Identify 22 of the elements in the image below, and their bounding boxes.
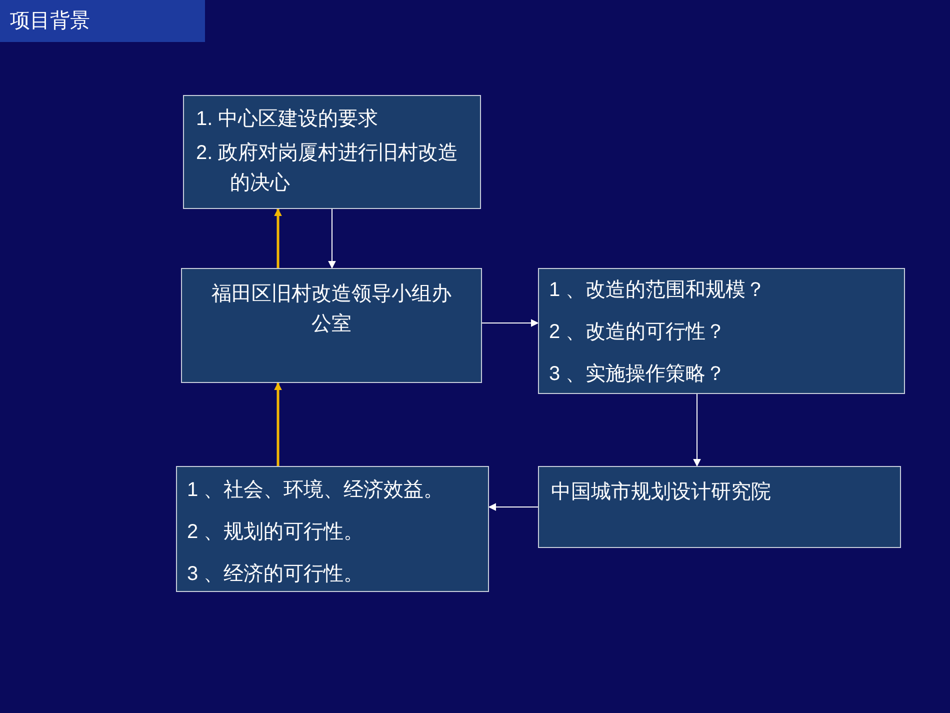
arrow <box>328 208 336 269</box>
arrow <box>488 503 538 511</box>
arrow <box>274 208 282 268</box>
list-item: 2 、规划的可行性。 <box>187 520 365 545</box>
arrow <box>693 394 701 467</box>
text-box <box>183 95 481 209</box>
arrow <box>274 382 282 466</box>
list-item: 1. 中心区建设的要求 <box>196 107 380 132</box>
text-box <box>538 268 905 394</box>
text-box <box>181 268 482 383</box>
text-box <box>538 466 901 548</box>
box-text: 福田区旧村改造领导小组办公室 <box>210 282 452 337</box>
list-item: 3 、经济的可行性。 <box>187 562 365 587</box>
box-text: 中国城市规划设计研究院 <box>551 480 772 505</box>
list-item: 2 、改造的可行性？ <box>549 320 727 345</box>
list-item: 1 、社会、环境、经济效益。 <box>187 478 445 503</box>
list-item: 3 、实施操作策略？ <box>549 362 727 387</box>
text-box <box>176 466 489 592</box>
list-item: 2. 政府对岗厦村进行旧村改造的决心 <box>196 141 460 196</box>
title-bar: 项目背景 <box>0 0 205 42</box>
arrow <box>482 319 539 327</box>
list-item: 1 、改造的范围和规模？ <box>549 278 767 303</box>
